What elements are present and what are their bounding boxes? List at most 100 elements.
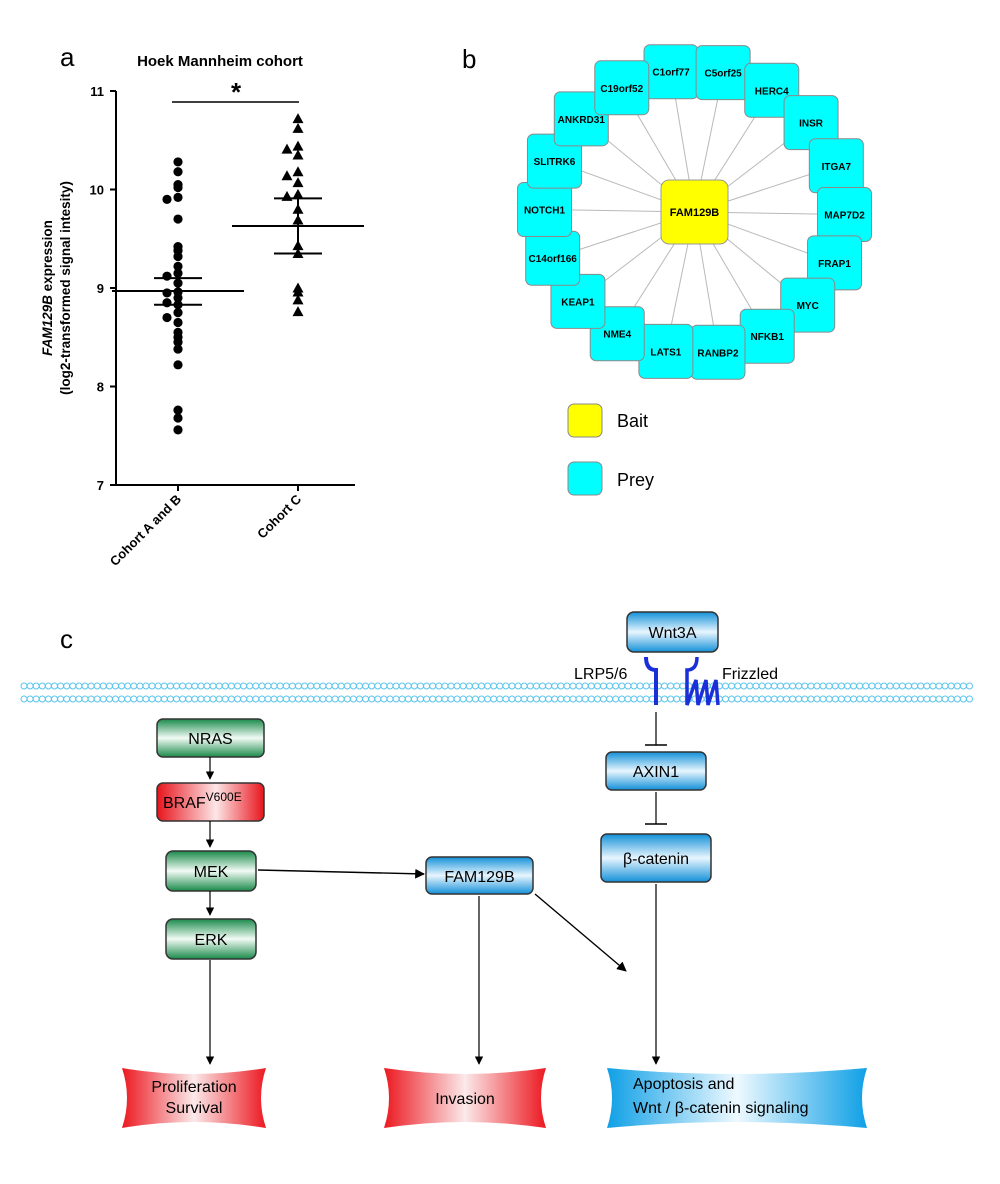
data-point-triangle [281,190,293,201]
data-point-triangle [292,294,304,305]
legend-bait-swatch [567,403,603,438]
prey-label: MYC [797,301,819,312]
braf-superscript: V600E [206,790,242,804]
y-axis-label-italic: FAM129B [40,295,55,356]
prey-label: HERC4 [755,86,789,97]
inhibition-axin-catenin [645,792,667,825]
prey-label: RANBP2 [697,348,739,359]
proliferation-label-1: Proliferation [151,1079,236,1096]
y-tick-label: 10 [90,183,104,198]
data-point-circle [173,413,183,423]
proliferation-banner [122,1068,266,1128]
axin1-label: AXIN1 [633,764,679,781]
mek-box [165,850,257,892]
prey-label: ITGA7 [822,162,852,173]
y-tick-label: 8 [97,380,104,395]
significance-star: * [231,77,242,107]
data-point-triangle [292,166,304,177]
panel-a: a Hoek Mannheim cohort FAM129B expressio… [40,42,364,569]
prey-box [594,60,650,116]
prey-label: ANKRD31 [558,115,606,126]
x-tick-label: Cohort A and B [107,492,184,569]
panel-a-letter: a [60,42,75,72]
data-point-circle [173,360,183,370]
data-point-circle [173,337,183,347]
data-point-circle [173,268,183,278]
data-point-triangle [292,122,304,133]
data-point-circle [162,288,172,298]
prey-label: KEAP1 [561,297,595,308]
data-point-circle [173,182,183,193]
chart-title: Hoek Mannheim cohort [137,53,303,70]
panel-b-letter: b [462,44,476,74]
lrp-receptor [644,656,658,705]
mek-label: MEK [194,864,229,881]
prey-label: NME4 [603,330,631,341]
erk-label: ERK [195,932,228,949]
legend-prey-label: Prey [617,470,654,490]
apoptosis-label-1: Apoptosis and [633,1076,734,1093]
data-point-circle [173,308,183,318]
braf-label: BRAFV600E [163,790,242,812]
x-tick-label: Cohort C [254,491,304,541]
data-point-circle [173,192,183,202]
prey-label: NOTCH1 [524,206,566,217]
invasion-label: Invasion [435,1091,495,1108]
prey-label: NFKB1 [751,332,785,343]
prey-label: FRAP1 [818,259,851,270]
fam129b-box [425,856,534,895]
data-point-circle [162,271,172,281]
prey-label: MAP7D2 [824,210,865,221]
legend-prey-swatch [567,461,603,496]
bait-label: FAM129B [670,207,720,219]
prey-node: C1orf77 [643,44,699,100]
legend: Bait Prey [567,403,654,496]
y-tick-label: 9 [97,281,104,296]
data-point-triangle [292,140,304,151]
bait-node: FAM129B [660,179,729,245]
prey-node: RANBP2 [690,324,746,380]
data-point-triangle [292,113,304,124]
data-point-circle [173,344,183,354]
cell-membrane [20,682,973,703]
prey-node: C19orf52 [594,60,650,116]
arrow-fam129b-apoptosis [534,893,627,972]
frizzled-receptor [685,656,720,706]
data-point-triangle [292,177,304,188]
y-axis-label-line2: (log2-transformed signal intesity) [58,181,73,395]
prey-label: LATS1 [650,347,681,358]
prey-node: C5orf25 [695,45,751,101]
prey-label: C14orf166 [528,254,577,265]
data-point-triangle [281,170,293,181]
y-tick-label: 7 [97,478,104,493]
data-point-circle [162,298,172,308]
fam129b-label: FAM129B [444,869,514,886]
data-point-triangle [292,286,304,297]
data-point-triangle [281,143,293,154]
data-point-circle [173,261,183,271]
prey-label: C5orf25 [704,69,742,80]
wnt3a-box [626,611,719,653]
braf-main: BRAF [163,795,206,812]
catenin-box [600,833,712,883]
proliferation-label-2: Survival [166,1100,223,1117]
catenin-label: β-catenin [623,851,689,868]
data-point-circle [162,312,172,323]
prey-node: NOTCH1 [517,182,573,238]
inhibition-lrp-axin [645,712,667,746]
data-point-circle [173,157,183,167]
axin1-box [605,751,707,791]
nras-label: NRAS [188,731,232,748]
panel-c-letter: c [60,624,73,654]
wnt3a-label: Wnt3A [648,625,696,642]
x-ticks: Cohort A and B Cohort C [107,485,305,569]
legend-bait-label: Bait [617,411,648,431]
prey-label: INSR [799,119,824,130]
prey-label: SLITRK6 [534,157,576,168]
mean-sem-bars [112,197,364,306]
data-point-circle [162,194,172,204]
prey-node: MAP7D2 [816,186,872,242]
